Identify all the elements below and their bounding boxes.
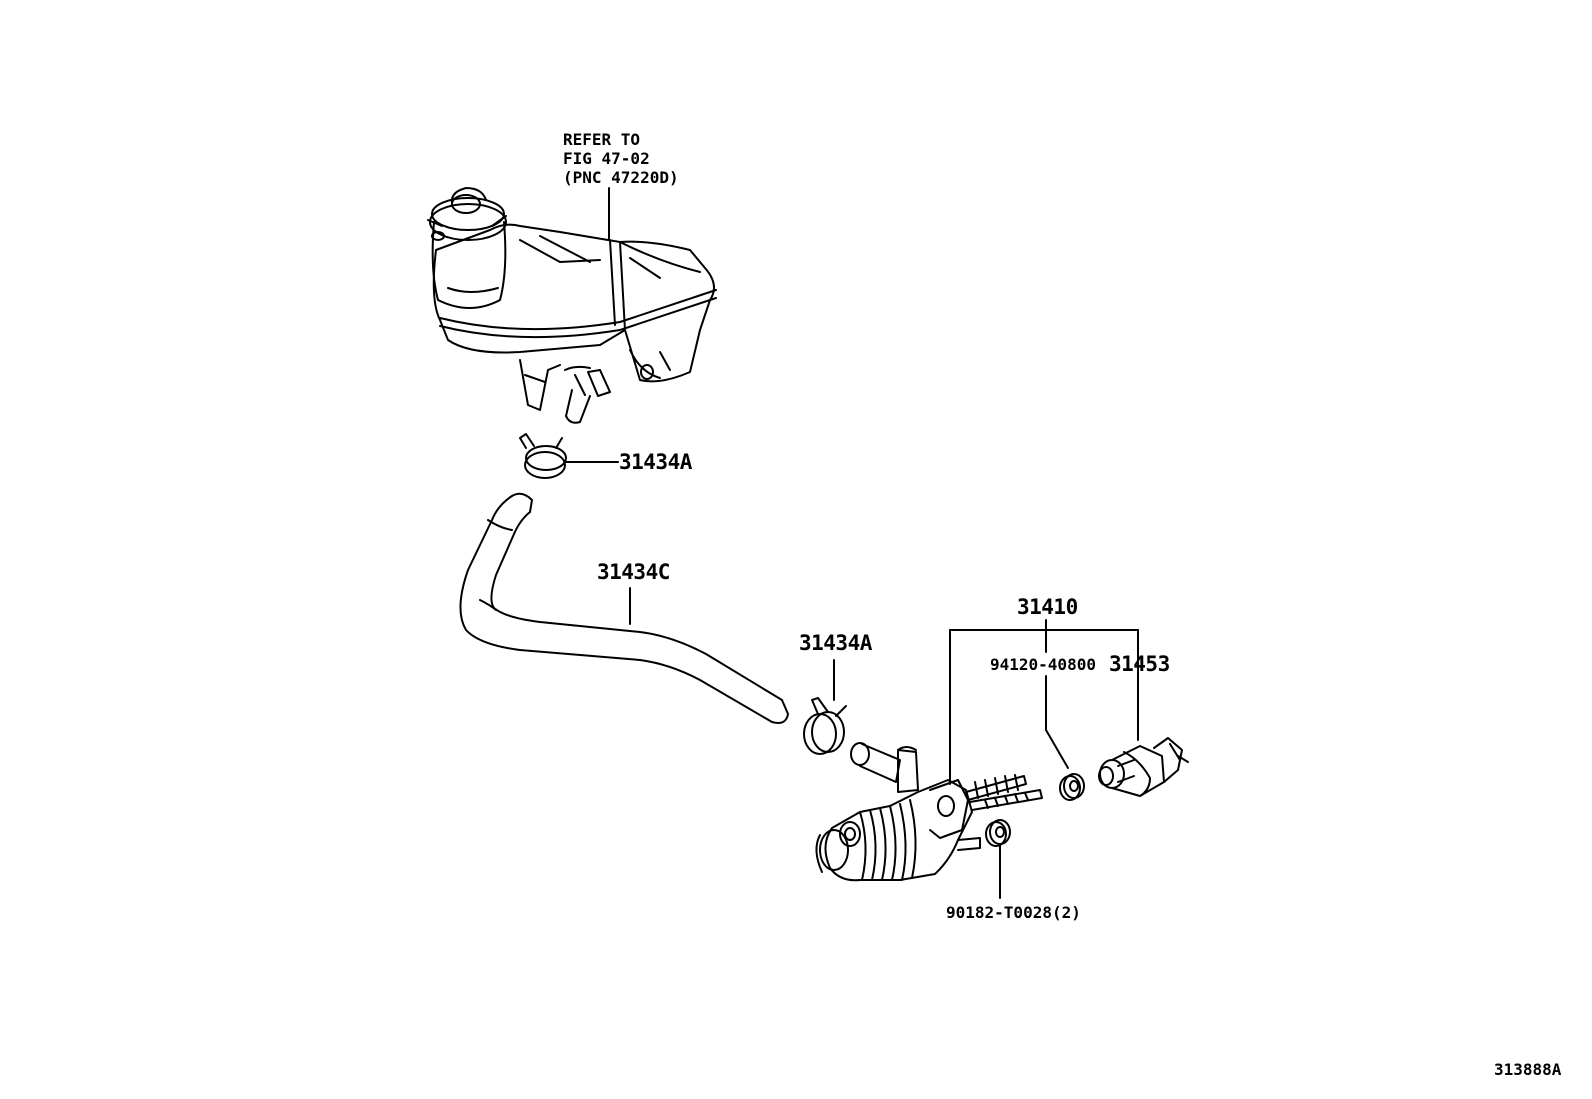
hose	[459, 492, 789, 724]
bolt	[985, 819, 1011, 847]
reference-note-line1: REFER TO	[563, 130, 641, 149]
upper-clamp	[519, 433, 567, 479]
figure-id: 313888A	[1494, 1060, 1562, 1079]
part-label-lower-clamp[interactable]: 31434A	[799, 631, 872, 655]
part-label-cylinder-kit[interactable]: 31453	[1109, 652, 1170, 676]
nut	[1059, 773, 1085, 801]
master-cylinder-bracket	[949, 619, 1139, 785]
master-cylinder	[815, 742, 1043, 882]
reference-note-line2: FIG 47-02	[563, 149, 650, 168]
cylinder-kit	[1098, 737, 1189, 797]
reference-note: REFER TO FIG 47-02 (PNC 47220D)	[563, 130, 679, 187]
part-label-master-cylinder[interactable]: 31410	[1017, 595, 1078, 619]
part-label-upper-clamp[interactable]: 31434A	[619, 450, 692, 474]
reference-note-line3: (PNC 47220D)	[563, 168, 679, 187]
part-label-hose[interactable]: 31434C	[597, 560, 670, 584]
part-label-nut[interactable]: 94120-40800	[990, 655, 1096, 674]
lower-clamp	[803, 697, 847, 755]
reservoir-tank	[427, 187, 717, 424]
part-label-bolt[interactable]: 90182-T0028(2)	[946, 903, 1081, 922]
